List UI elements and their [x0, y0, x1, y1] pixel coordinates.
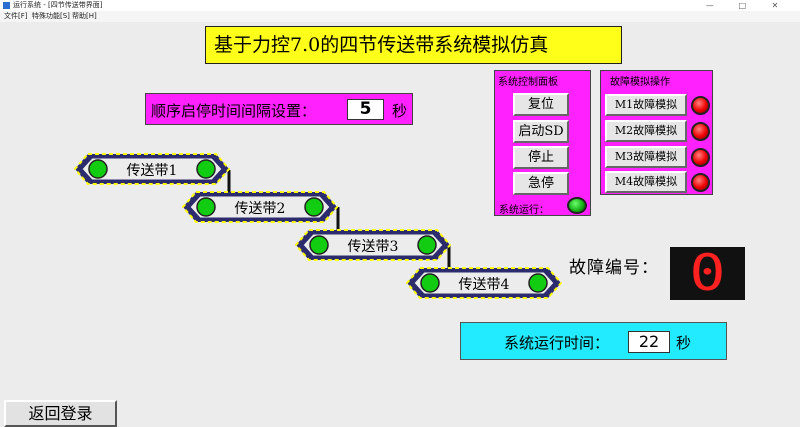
control-panel-title: 系统控制面板 — [498, 77, 558, 88]
m4-fault-button[interactable]: M4故障模拟 — [605, 171, 687, 193]
menu-special[interactable]: 特殊功能[S] — [32, 12, 70, 20]
m1-fault-button[interactable]: M1故障模拟 — [605, 94, 687, 116]
reset-button[interactable]: 复位 — [513, 93, 569, 116]
belt-shape — [182, 191, 338, 223]
belt-shape — [295, 229, 451, 261]
stop-button[interactable]: 停止 — [513, 146, 569, 169]
close-button[interactable]: ✕ — [771, 1, 779, 10]
runtime-label: 系统运行时间： — [504, 334, 610, 352]
system-running-label: 系统运行： — [499, 205, 549, 216]
minimize-button[interactable]: — — [705, 1, 714, 10]
window-title: 运行系统 - [四节传送带界面] — [13, 1, 103, 9]
fault-number-display: 0 — [670, 247, 745, 300]
belt-label: 传送带3 — [347, 239, 399, 255]
m1-fault-indicator — [691, 96, 710, 115]
menu-help[interactable]: 帮助[H] — [72, 12, 97, 20]
belt-shape — [74, 153, 230, 185]
conveyor-belt-3: 传送带3 — [295, 229, 451, 261]
conveyor-belt-2: 传送带2 — [182, 191, 338, 223]
control-panel: 系统控制面板 复位 启动SD 停止 急停 系统运行： — [494, 70, 591, 216]
emergency-stop-button[interactable]: 急停 — [513, 172, 569, 195]
belt-shape — [406, 267, 562, 299]
back-to-login-button[interactable]: 返回登录 — [4, 400, 117, 427]
m3-fault-indicator — [691, 148, 710, 167]
runtime-unit: 秒 — [676, 334, 692, 352]
window-titlebar: 运行系统 - [四节传送带界面] — □ ✕ — [0, 0, 800, 11]
fault-panel: 故障模拟操作 M1故障模拟 M2故障模拟 M3故障模拟 M4故障模拟 — [600, 70, 713, 195]
page-title: 基于力控7.0的四节传送带系统模拟仿真 — [205, 26, 622, 64]
system-running-indicator — [567, 197, 587, 214]
interval-input[interactable]: 5 — [347, 99, 384, 120]
belt-label: 传送带2 — [234, 201, 286, 217]
belt-label: 传送带4 — [458, 277, 510, 293]
maximize-button[interactable]: □ — [738, 1, 747, 10]
fault-panel-title: 故障模拟操作 — [610, 77, 670, 88]
fault-number-label: 故障编号： — [569, 258, 659, 278]
m2-fault-button[interactable]: M2故障模拟 — [605, 120, 687, 142]
interval-label: 顺序启停时间间隔设置： — [151, 102, 317, 120]
runtime-panel: 系统运行时间： 22 秒 — [460, 322, 727, 360]
fault-number-digit: 0 — [689, 244, 726, 302]
runtime-value: 22 — [628, 331, 670, 353]
start-button[interactable]: 启动SD — [513, 120, 569, 143]
m2-fault-indicator — [691, 122, 710, 141]
m4-fault-indicator — [691, 173, 710, 192]
interval-setting: 顺序启停时间间隔设置： 5 秒 — [145, 93, 413, 125]
conveyor-belt-4: 传送带4 — [406, 267, 562, 299]
interval-unit: 秒 — [392, 102, 408, 120]
menu-bar: 文件[F] 特殊功能[S] 帮助[H] — [0, 11, 800, 22]
window-controls: — □ ✕ — [695, 0, 790, 11]
app-icon — [3, 2, 10, 9]
m3-fault-button[interactable]: M3故障模拟 — [605, 146, 687, 168]
menu-file[interactable]: 文件[F] — [4, 12, 28, 20]
conveyor-belt-1: 传送带1 — [74, 153, 230, 185]
belt-label: 传送带1 — [126, 163, 178, 179]
